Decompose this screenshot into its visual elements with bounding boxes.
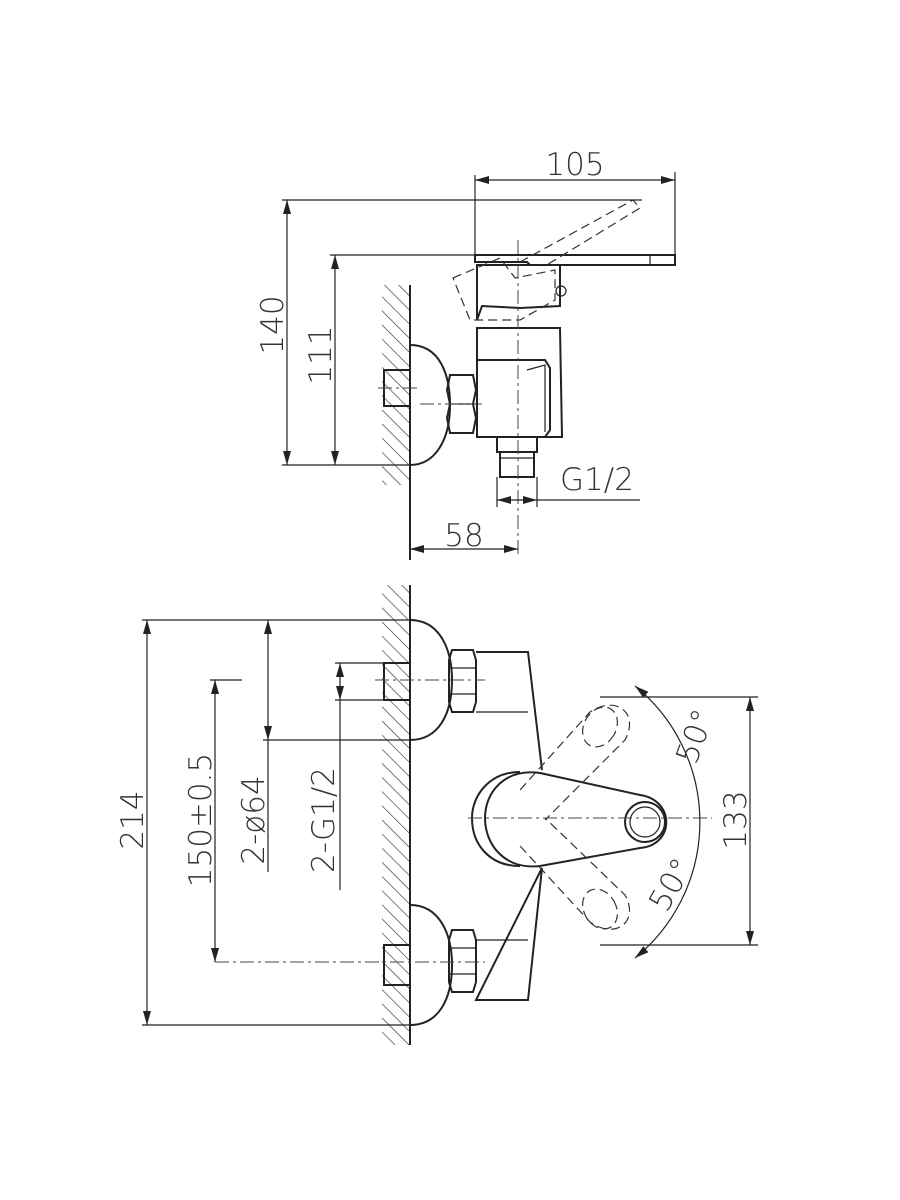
angle-down: 50° bbox=[642, 852, 701, 918]
handle-ring bbox=[624, 801, 666, 843]
ghost-handle-down bbox=[519, 817, 631, 930]
inlet-stub-bottom bbox=[383, 944, 411, 986]
dim-111: 111 bbox=[303, 325, 339, 384]
outlet bbox=[496, 436, 538, 453]
dim-g12-inlets: 2-G1/2 bbox=[306, 767, 342, 873]
dim-133: 133 bbox=[718, 790, 754, 849]
valve-body bbox=[474, 651, 543, 1001]
escutcheon-bottom bbox=[409, 904, 454, 1026]
hex-nut-bottom bbox=[448, 929, 477, 993]
ghost-lever-handle bbox=[519, 199, 641, 267]
escutcheon bbox=[409, 344, 452, 466]
ghost-lever-base bbox=[452, 257, 556, 321]
front-view: 50° 50° 133 214 150±0.5 2-ø64 2-G1/2 bbox=[115, 585, 758, 1045]
wall-hatch bbox=[382, 585, 410, 1045]
dim-58: 58 bbox=[444, 518, 483, 554]
dim-150: 150±0.5 bbox=[183, 753, 219, 887]
angle-up: 50° bbox=[669, 705, 722, 769]
lever-base bbox=[476, 264, 561, 321]
dim-214: 214 bbox=[115, 790, 151, 849]
dim-105: 105 bbox=[545, 147, 604, 183]
lever-handle bbox=[483, 771, 668, 868]
dim-140: 140 bbox=[255, 295, 291, 354]
lever-handle bbox=[474, 254, 676, 266]
ghost-handle-up bbox=[519, 704, 631, 821]
dim-escutcheon-64: 2-ø64 bbox=[236, 775, 272, 864]
wall-hatch bbox=[382, 285, 410, 485]
angle-arc bbox=[634, 685, 701, 959]
hex-nut-top bbox=[448, 649, 477, 713]
hex-nut bbox=[445, 374, 478, 434]
dim-g12: G1/2 bbox=[560, 462, 634, 498]
side-view: 105 140 111 G1/2 58 bbox=[255, 147, 676, 560]
inlet-stub-top bbox=[383, 662, 411, 701]
